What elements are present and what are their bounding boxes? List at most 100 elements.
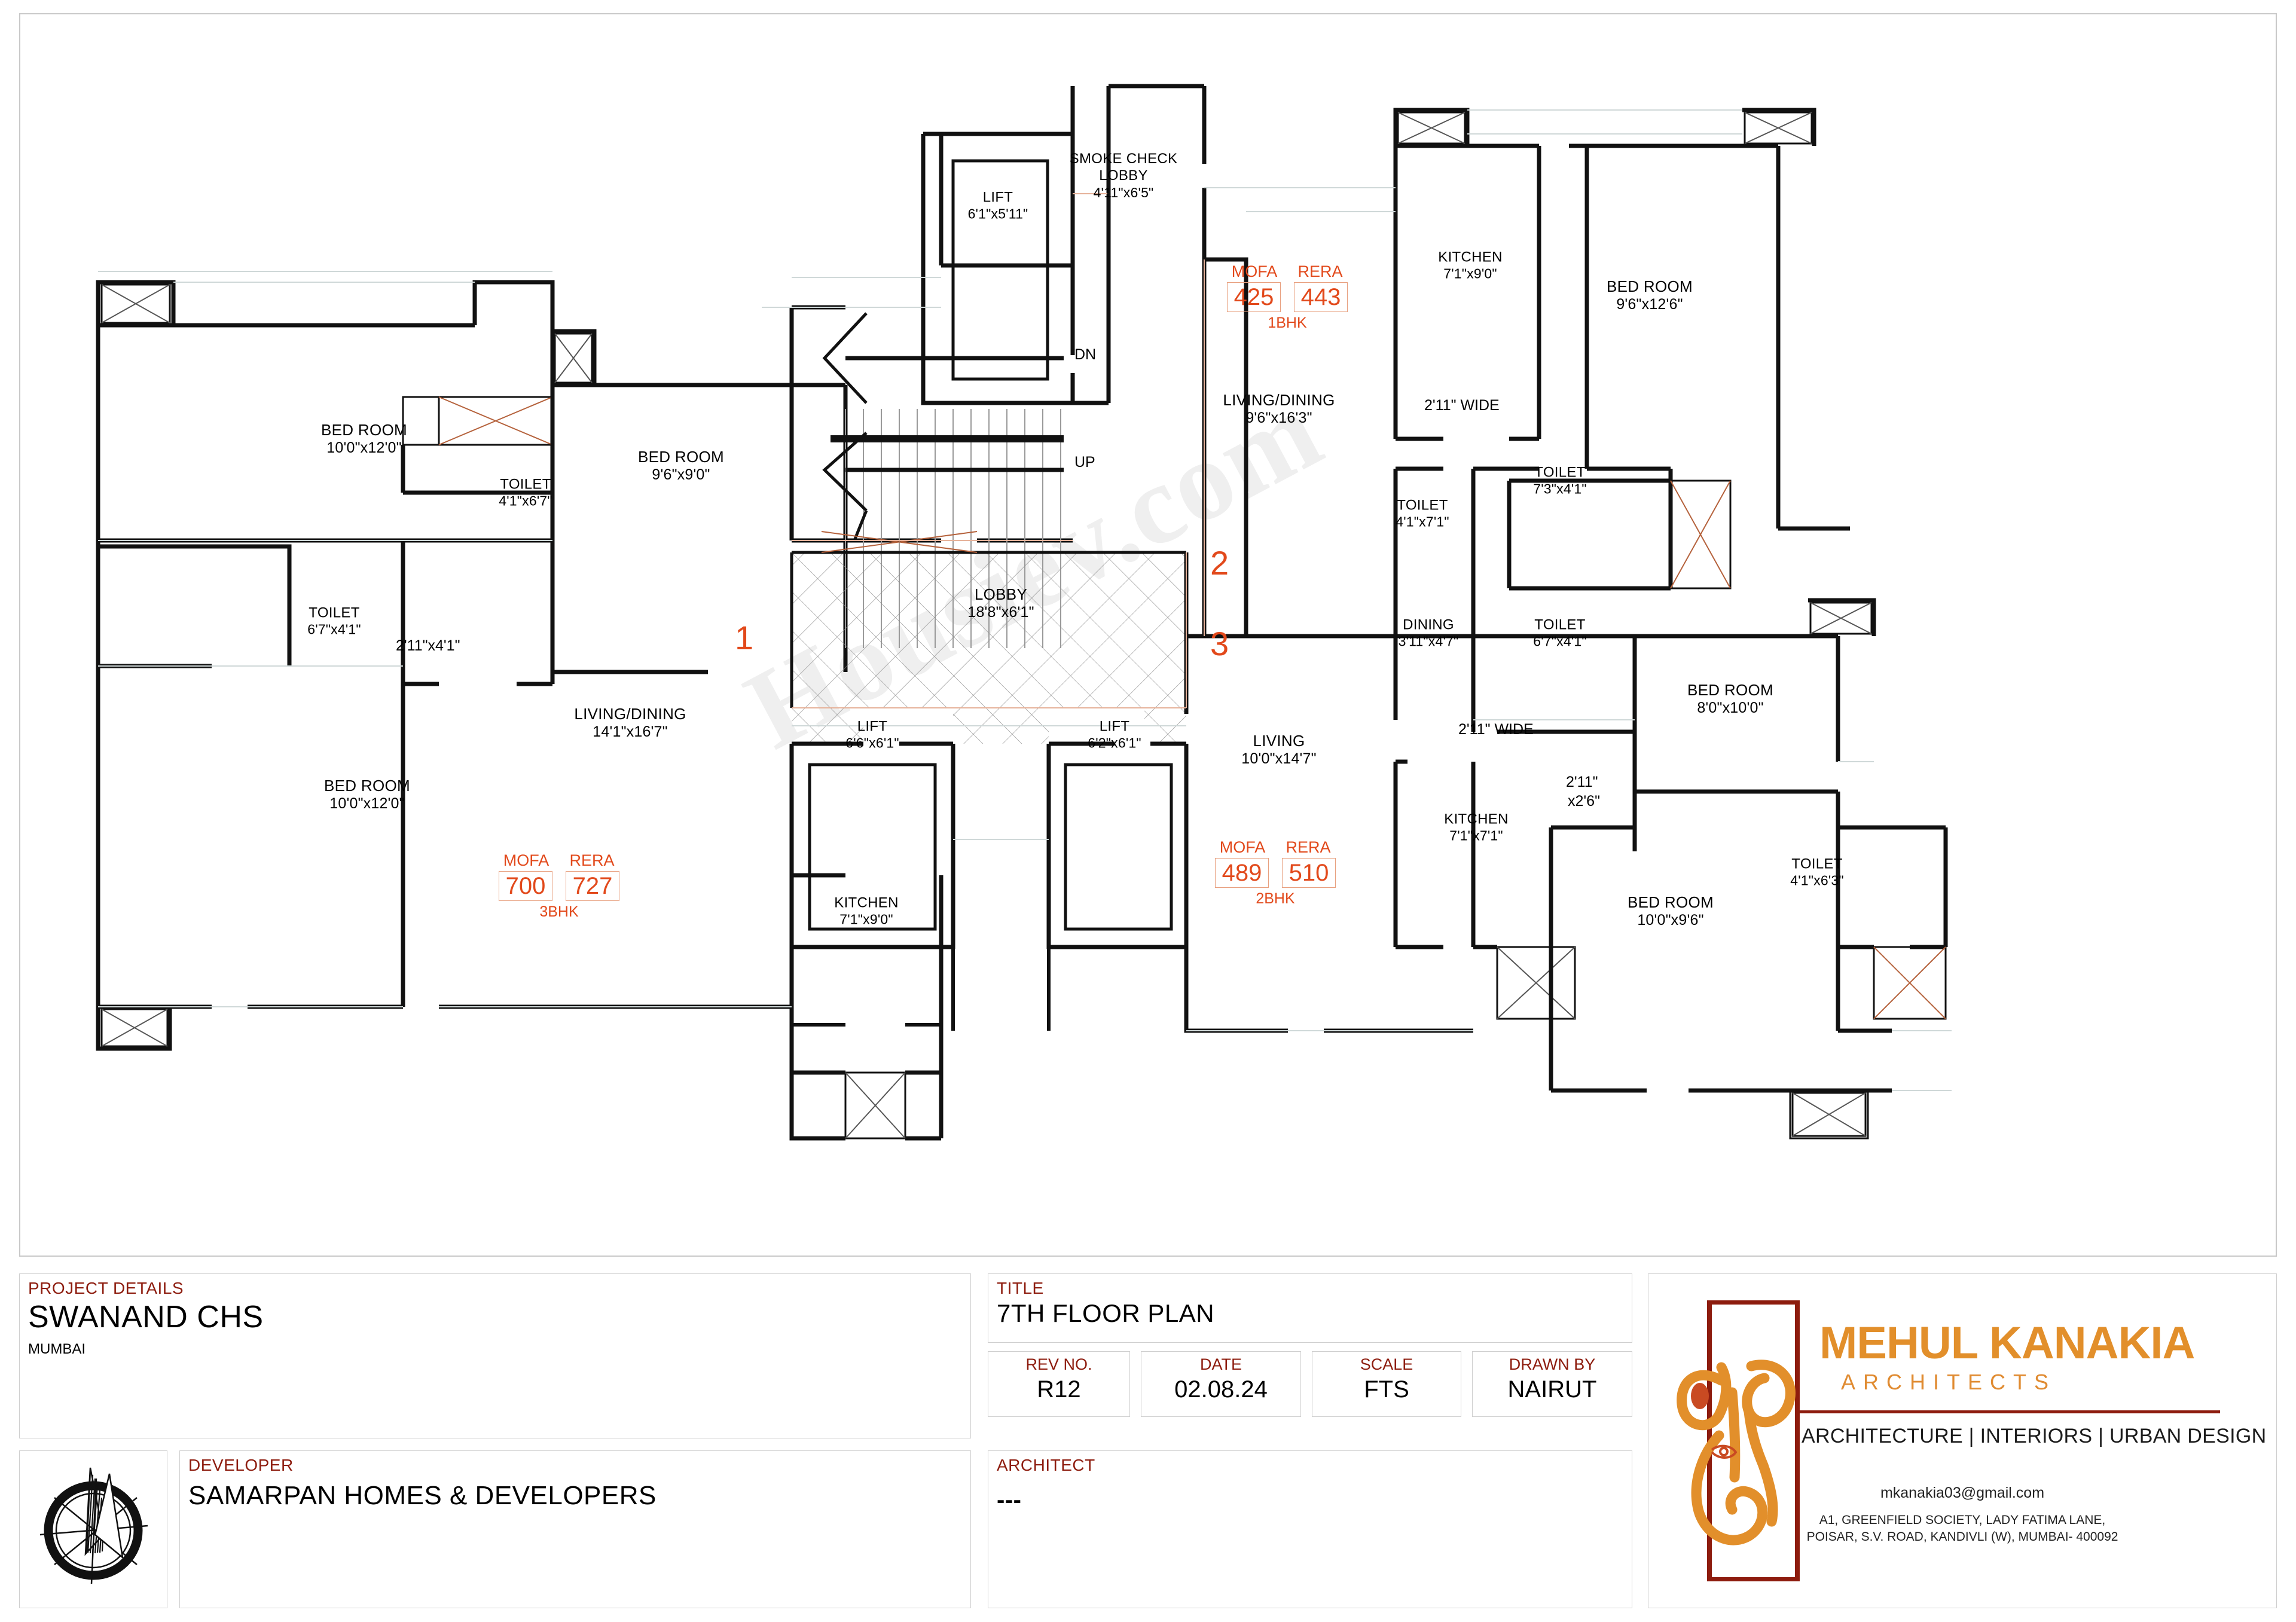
ganesh-logo-icon — [1677, 1360, 1796, 1545]
north-compass-box — [19, 1450, 167, 1608]
room-label: LIFT 6'2"x6'1" — [1088, 718, 1141, 751]
room-dimension: 6'2"x6'1" — [1088, 735, 1141, 751]
room-name: DINING — [1403, 616, 1454, 633]
room-dimension: 7'1"x9'0" — [839, 911, 893, 927]
room-name: LIVING — [1253, 731, 1305, 750]
room-label: TOILET 7'3"x4'1" — [1533, 464, 1587, 497]
firm-subtitle: ARCHITECTS — [1841, 1370, 2057, 1394]
room-label: DINING 3'11"x4'7" — [1399, 616, 1459, 649]
rera-label: RERA — [1297, 262, 1343, 280]
room-name: TOILET — [1534, 464, 1586, 481]
firm-email: mkanakia03@gmail.com — [1880, 1484, 2045, 1501]
room-dimension: 18'8"x6'1" — [967, 603, 1034, 621]
room-dimension: 10'0"x14'7" — [1241, 750, 1317, 767]
compass-icon — [39, 1467, 148, 1584]
room-label: KITCHEN 7'1"x9'0" — [834, 894, 898, 927]
room-dimension: 6'6"x6'1" — [845, 735, 899, 751]
rera-value: 727 — [566, 871, 619, 901]
firm-address-line-2: POISAR, S.V. ROAD, KANDIVLI (W), MUMBAI-… — [1806, 1530, 2118, 1544]
drawing-title: 7TH FLOOR PLAN — [997, 1299, 1215, 1327]
project-details-box: PROJECT DETAILS SWANAND CHS MUMBAI — [19, 1273, 971, 1438]
architect-caption: ARCHITECT — [997, 1456, 1095, 1474]
room-dimension: 10'0"x9'6" — [1637, 911, 1704, 928]
room-dimension: 3'11"x4'7" — [1398, 633, 1459, 649]
room-name: BED ROOM — [1628, 893, 1714, 911]
mofa-label: MOFA — [1219, 838, 1266, 856]
dimension-note: 2'11" WIDE — [1424, 397, 1500, 414]
room-name: LIFT — [857, 718, 888, 735]
drawing-frame: Housiev.com — [19, 13, 2277, 1257]
architect-box: ARCHITECT --- — [988, 1450, 1632, 1608]
room-name: LIFT — [1099, 718, 1130, 735]
developer-name: SAMARPAN HOMES & DEVELOPERS — [188, 1481, 657, 1510]
mofa-value: 489 — [1215, 858, 1269, 888]
firm-address-line-1: A1, GREENFIELD SOCIETY, LADY FATIMA LANE… — [1819, 1513, 2106, 1527]
date-header: DATE — [1199, 1355, 1242, 1373]
room-label: TOILET 4'1"x6'7" — [499, 476, 552, 509]
logo-bracket — [1707, 1300, 1800, 1305]
dimension-note: 2'11" — [1566, 774, 1598, 790]
mofa-value: 425 — [1227, 282, 1281, 312]
logo-divider — [1799, 1410, 2220, 1413]
room-dimension: 8'0"x10'0" — [1697, 699, 1764, 716]
rera-value: 510 — [1282, 858, 1336, 888]
logo-bracket — [1795, 1300, 1800, 1581]
room-label: BED ROOM 10'0"x9'6" — [1628, 893, 1714, 929]
room-dimension: 4'11"x6'5" — [1093, 184, 1154, 200]
room-name: BED ROOM — [638, 447, 724, 466]
room-dimension: 4'1"x6'7" — [499, 493, 552, 509]
room-label: BED ROOM 10'0"x12'0" — [321, 421, 407, 457]
project-city: MUMBAI — [28, 1341, 86, 1357]
room-name: TOILET — [309, 604, 360, 621]
logo-bracket — [1707, 1577, 1800, 1581]
rev-no-header: REV NO. — [1025, 1355, 1092, 1373]
room-label: KITCHEN 7'1"x9'0" — [1438, 249, 1502, 282]
drawn-by-cell: DRAWN BY NAIRUT — [1472, 1351, 1632, 1417]
room-label: LIVING 10'0"x14'7" — [1241, 732, 1316, 768]
room-dimension: 9'6"x12'6" — [1616, 295, 1683, 313]
room-name: BED ROOM — [1687, 680, 1773, 699]
bhk-type: 3BHK — [539, 903, 579, 920]
room-name: BED ROOM — [324, 776, 410, 795]
room-dimension: 10'0"x12'0" — [326, 439, 402, 456]
room-label: BED ROOM 9'6"x12'6" — [1607, 277, 1693, 313]
project-details-caption: PROJECT DETAILS — [28, 1279, 184, 1297]
plan-geometry — [96, 84, 1952, 1141]
date-cell: DATE 02.08.24 — [1141, 1351, 1301, 1417]
bhk-type: 2BHK — [1256, 890, 1295, 907]
room-dimension: 7'1"x7'1" — [1449, 827, 1503, 844]
architect-value: --- — [997, 1487, 1022, 1513]
project-name: SWANAND CHS — [28, 1300, 264, 1334]
room-label: LIFT 6'1"x5'11" — [968, 189, 1028, 222]
drawn-by-header: DRAWN BY — [1509, 1355, 1596, 1373]
mofa-label: MOFA — [503, 851, 549, 869]
room-name: SMOKE CHECK LOBBY — [1069, 151, 1178, 184]
scale-cell: SCALE FTS — [1312, 1351, 1461, 1417]
room-dimension: 4'1"x6'3" — [1790, 872, 1844, 888]
title-caption: TITLE — [997, 1279, 1044, 1297]
room-name: KITCHEN — [1438, 249, 1503, 265]
unit-number-1: 1 — [735, 619, 754, 656]
scale-value: FTS — [1364, 1376, 1409, 1403]
room-label: BED ROOM 9'6"x9'0" — [638, 448, 724, 484]
rera-label: RERA — [1286, 838, 1331, 856]
firm-name: MEHUL KANAKIA — [1819, 1318, 2195, 1369]
room-dimension: 6'7"x4'1" — [1533, 633, 1587, 649]
rev-no-value: R12 — [1037, 1376, 1081, 1403]
title-box: TITLE 7TH FLOOR PLAN — [988, 1273, 1632, 1343]
room-label: LIVING/DINING 9'6"x16'3" — [1223, 391, 1335, 427]
room-label: BED ROOM 8'0"x10'0" — [1687, 681, 1773, 717]
floor-plan-drawing: BED ROOM 10'0"x12'0" TOILET 4'1"x6'7" BE… — [20, 14, 2278, 1258]
room-label-smoke-check-lobby: SMOKE CHECK LOBBY 4'11"x6'5" — [1067, 151, 1180, 201]
room-name: TOILET — [1791, 856, 1843, 872]
room-dimension: 7'3"x4'1" — [1533, 481, 1587, 497]
dimension-note: x2'6" — [1568, 793, 1600, 810]
stair-direction-up: UP — [1074, 454, 1095, 471]
room-label: LIVING/DINING 14'1"x16'7" — [574, 705, 686, 741]
room-label: KITCHEN 7'1"x7'1" — [1444, 811, 1508, 844]
room-name: BED ROOM — [1607, 277, 1693, 295]
room-dimension: 10'0"x12'0" — [329, 795, 405, 812]
room-name: BED ROOM — [321, 420, 407, 439]
